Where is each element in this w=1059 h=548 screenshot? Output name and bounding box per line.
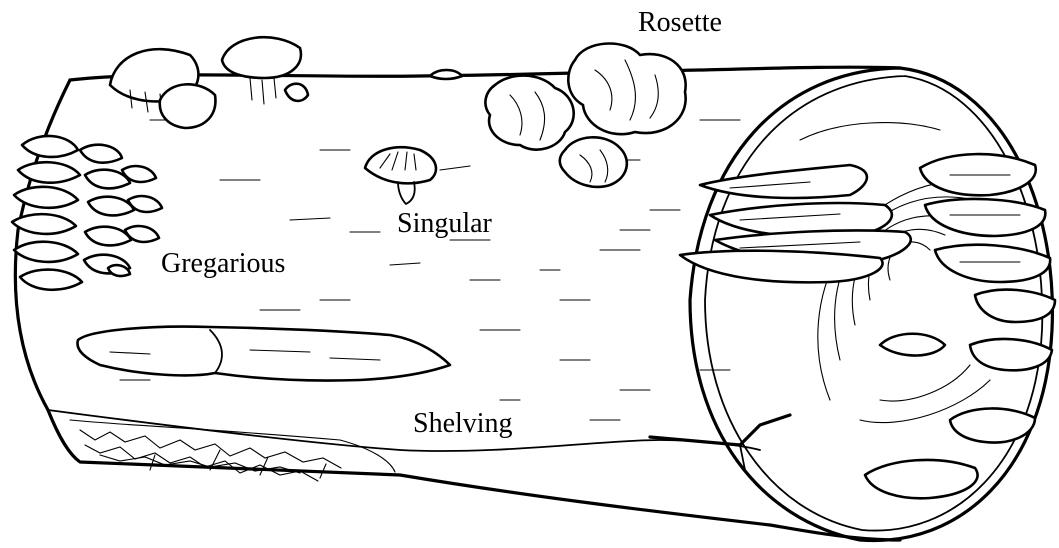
top-fungi: [110, 37, 308, 128]
gregarious-fungi: [12, 136, 162, 290]
label-rosette: Rosette: [638, 9, 722, 37]
log-body: [15, 67, 900, 540]
label-shelving: Shelving: [413, 410, 513, 438]
singular-mushroom: [365, 147, 436, 204]
label-gregarious: Gregarious: [161, 250, 285, 278]
shelving-fungus: [77, 327, 450, 381]
cut-end-fungi: [680, 154, 1055, 498]
label-singular: Singular: [397, 210, 492, 238]
rosette-fungi: [430, 44, 686, 187]
